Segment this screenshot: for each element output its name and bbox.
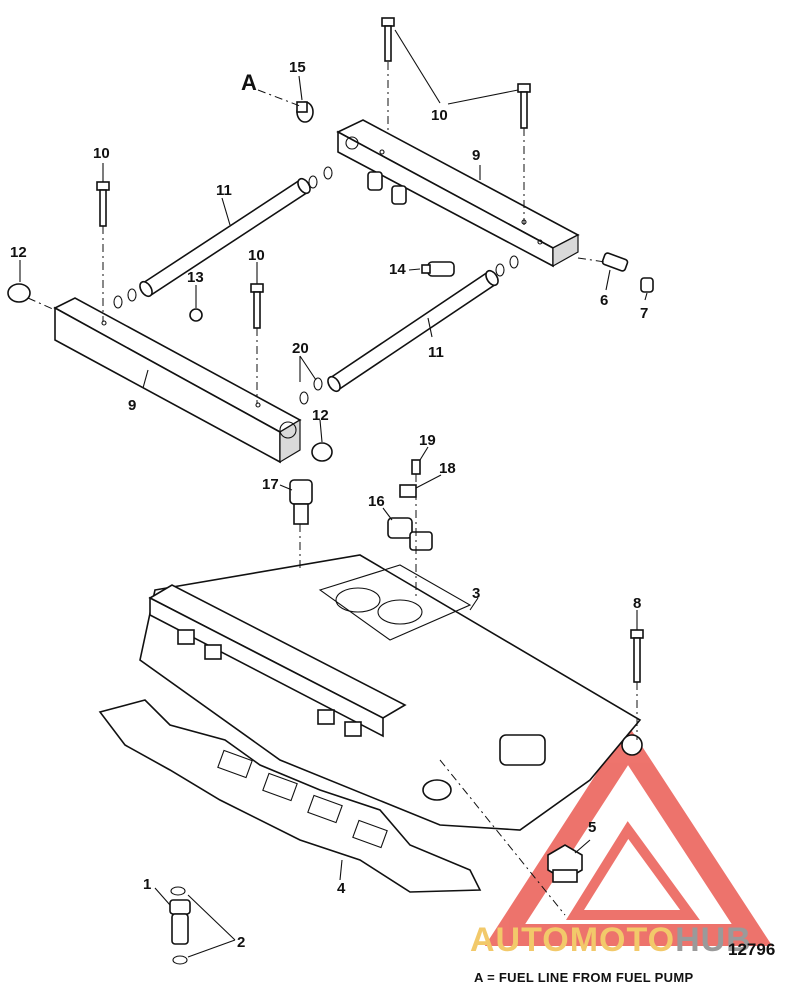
brand-part-1: AUTOMOTO: [470, 921, 676, 959]
callout-16: 16: [368, 493, 385, 510]
callout-17: 17: [262, 476, 279, 493]
legend-note: A = FUEL LINE FROM FUEL PUMP: [474, 970, 694, 985]
intake-manifold: [139, 554, 643, 831]
clamp-18: [399, 484, 417, 498]
brand-part-2: HUB: [675, 921, 752, 959]
marker-a: A: [241, 70, 257, 95]
plug-12-left: [7, 283, 31, 303]
fuel-rail-upper: [336, 119, 580, 268]
crossover-tube-lower: [327, 269, 499, 393]
callout-1: 1: [143, 876, 151, 893]
o-rings: [113, 166, 519, 405]
sensor-17: [289, 479, 313, 525]
bolt-8: [630, 629, 644, 683]
callout-11-lower: 11: [428, 344, 444, 361]
watermark-triangle-logo: [484, 724, 773, 946]
callout-10-middle: 10: [248, 247, 265, 264]
callout-19: 19: [419, 432, 436, 449]
crossover-tube-upper: [139, 177, 311, 298]
callout-12-right: 12: [312, 407, 329, 424]
fuel-rail-lower: [53, 297, 302, 464]
callout-13: 13: [187, 269, 204, 286]
callout-14: 14: [389, 261, 406, 278]
callout-labels: A 15 10 9 10 11 10 12 13 14 6 7 20 11 9 …: [10, 59, 648, 951]
screw-19: [411, 459, 421, 475]
leader-lines: [19, 29, 648, 958]
fitting-6: [601, 252, 629, 272]
bolt-10-left: [96, 181, 110, 227]
pressure-valve-14: [421, 261, 455, 277]
callout-6: 6: [600, 292, 608, 309]
callout-9-lower: 9: [128, 397, 136, 414]
callout-2: 2: [237, 934, 245, 951]
callout-3: 3: [472, 585, 480, 602]
callout-10-left: 10: [93, 145, 110, 162]
callout-12-left: 12: [10, 244, 27, 261]
watermark-brand-text: AUTOMOTOHUB: [470, 920, 800, 960]
bolt-10-top-right: [517, 83, 531, 129]
fuel-injector: [169, 886, 191, 965]
figure-number: 12796: [728, 940, 776, 959]
callout-18: 18: [439, 460, 456, 477]
callout-7: 7: [640, 305, 648, 322]
callout-15: 15: [289, 59, 306, 76]
fitting-13: [189, 308, 203, 322]
plug-12-right: [311, 442, 333, 462]
callout-11-upper: 11: [216, 182, 232, 199]
alignment-lines: [27, 62, 638, 916]
manifold-gasket: [98, 699, 482, 893]
callout-10-top: 10: [431, 107, 448, 124]
callout-8: 8: [633, 595, 641, 612]
callout-4: 4: [337, 880, 346, 897]
fitting-15: [296, 101, 314, 123]
bolt-10-top-center: [381, 17, 395, 62]
callout-20: 20: [292, 340, 309, 357]
bolt-10-middle: [250, 283, 264, 329]
cap-7: [640, 277, 654, 293]
sensor-16: [387, 517, 433, 551]
callout-5: 5: [588, 819, 596, 836]
callout-9-top: 9: [472, 147, 480, 164]
plug-5: [547, 844, 583, 883]
